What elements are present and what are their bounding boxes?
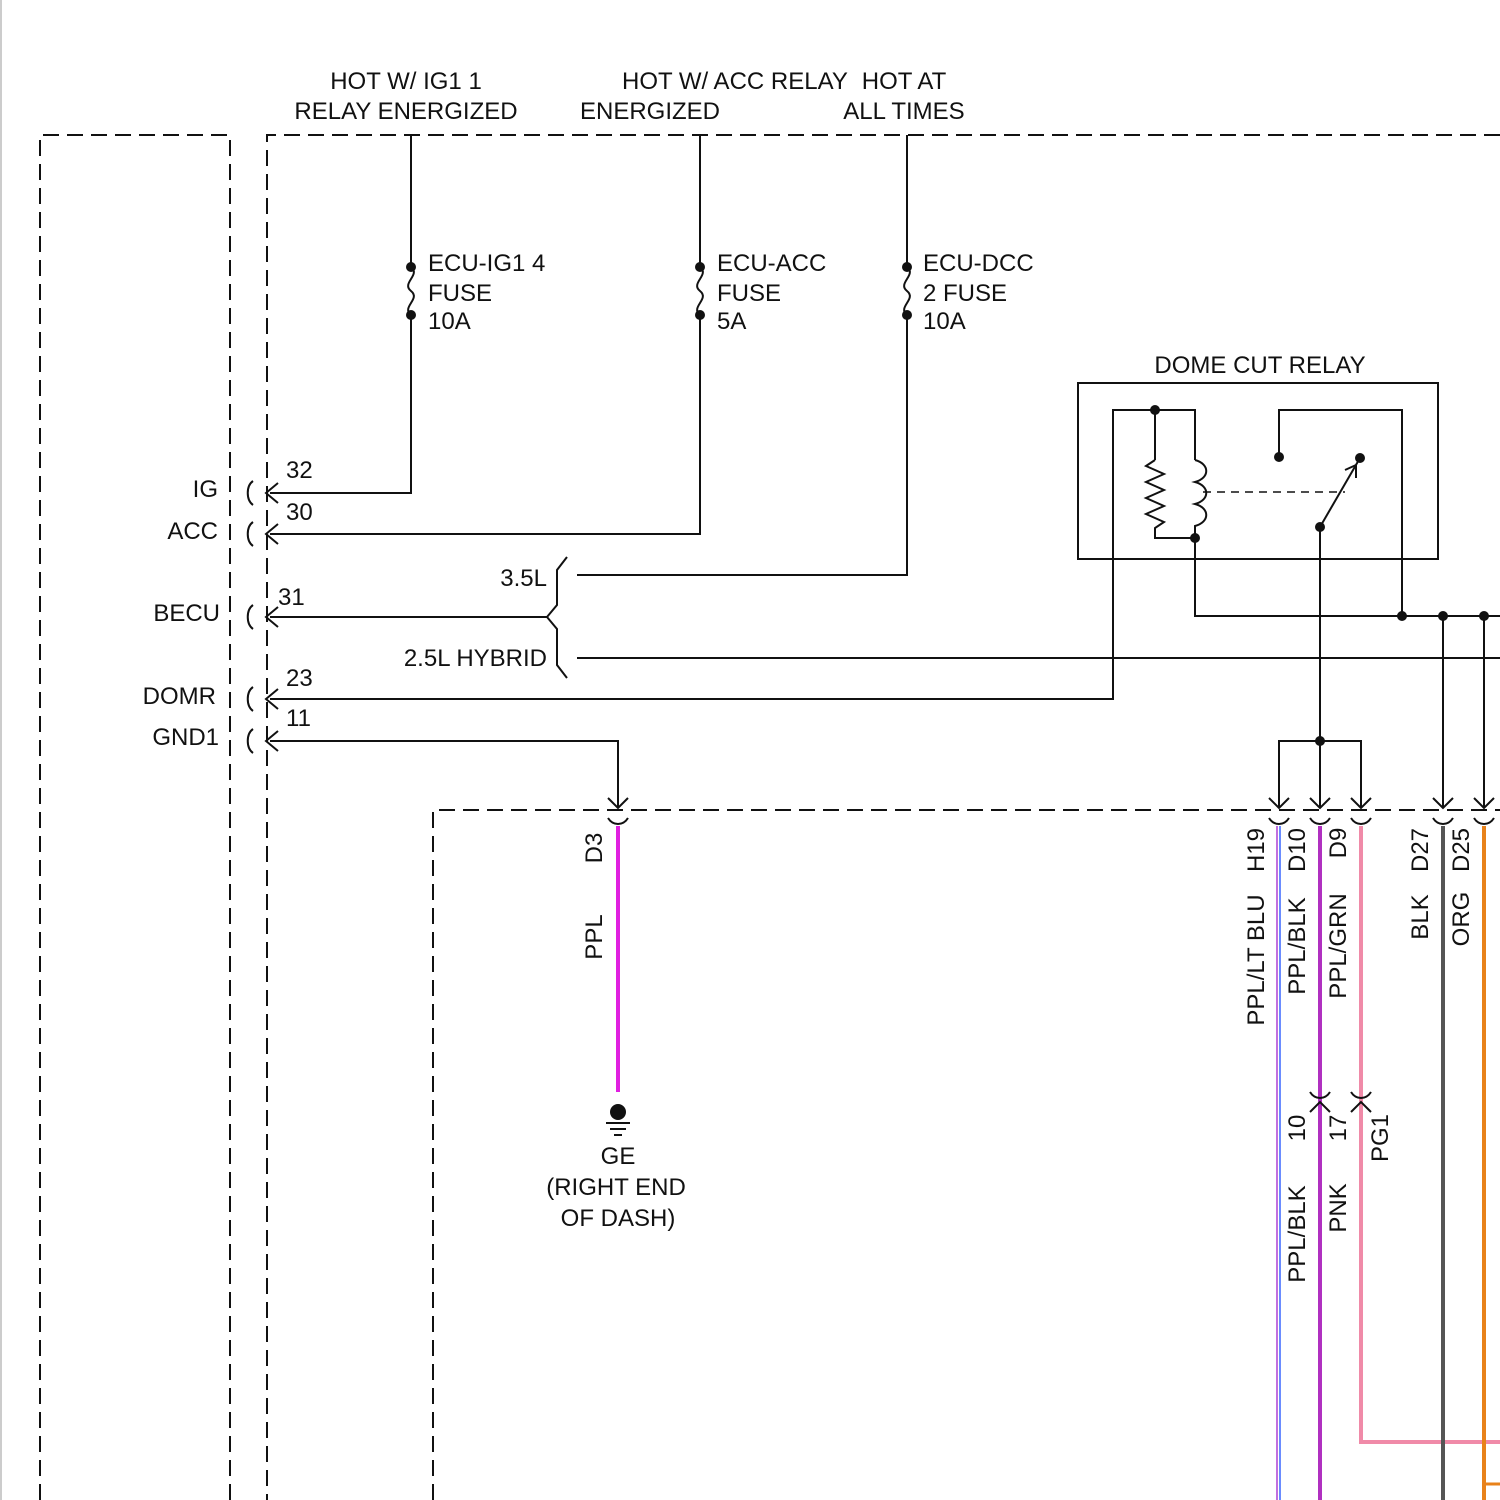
- terminal-gnd1-pin: 11: [286, 705, 311, 732]
- fuse-dcc-name: ECU-DCC: [923, 250, 1034, 277]
- fuse-acc-name: ECU-ACC: [717, 250, 826, 277]
- ground-name: GE: [601, 1143, 636, 1170]
- connector-d27-wire: BLK: [1407, 894, 1434, 939]
- inline-connector-17-pin: 17: [1325, 1115, 1352, 1142]
- connector-d9-wire: PPL/GRN: [1325, 893, 1352, 998]
- fuse-ig1-type: FUSE: [428, 280, 492, 307]
- connector-d10-wire: PPL/BLK: [1284, 897, 1311, 994]
- relay-coil: [1195, 460, 1500, 616]
- source-hot-line1: HOT AT: [862, 68, 947, 95]
- variant-label-b: 2.5L HYBRID: [404, 645, 547, 672]
- connector-d27-pin: D27: [1407, 828, 1434, 872]
- ground-connector-pin: D3: [581, 833, 608, 864]
- connector-d9-pin: D9: [1325, 828, 1352, 859]
- ground-location-line2: OF DASH): [561, 1205, 676, 1232]
- fuse-dcc-type: 2 FUSE: [923, 280, 1007, 307]
- fuse-acc-type: FUSE: [717, 280, 781, 307]
- dome-cut-relay: [1078, 383, 1500, 616]
- relay-resistor: [1146, 460, 1195, 538]
- source-acc-line1: HOT W/ ACC RELAY: [622, 68, 848, 95]
- connector-d25-wire: ORG: [1448, 892, 1475, 947]
- dcc-circuit: [577, 135, 912, 575]
- acc-circuit: [270, 135, 705, 534]
- terminal-ig-pin: 32: [286, 457, 313, 484]
- source-ig1-line2: RELAY ENERGIZED: [294, 98, 517, 125]
- terminal-ig-name: IG: [193, 476, 218, 503]
- inline-connector-17-wire: PNK: [1325, 1183, 1352, 1232]
- terminal-becu-name: BECU: [153, 600, 220, 627]
- terminal-ig: IG 32: [193, 457, 313, 505]
- connector-h19-wire: PPL/LT BLU: [1243, 894, 1270, 1025]
- source-hot-line2: ALL TIMES: [843, 98, 964, 125]
- relay-switch: [1320, 458, 1360, 527]
- ground-wire-color: PPL: [581, 914, 608, 959]
- gnd1-wire: [270, 741, 618, 808]
- terminal-acc-name: ACC: [167, 518, 218, 545]
- source-ig1-line1: HOT W/ IG1 1: [330, 68, 482, 95]
- ig1-circuit: [270, 135, 416, 493]
- domr-wire: [270, 560, 1113, 699]
- terminal-gnd1: GND1 11: [152, 705, 311, 753]
- source-acc-line2: ENERGIZED: [580, 98, 720, 125]
- inline-connector-10-pin: 10: [1284, 1115, 1311, 1142]
- connector-h19-pin: H19: [1243, 828, 1270, 872]
- terminal-domr-name: DOMR: [143, 683, 216, 710]
- terminal-gnd1-name: GND1: [152, 724, 219, 751]
- relay-title: DOME CUT RELAY: [1154, 352, 1365, 379]
- fuse-ig1-name: ECU-IG1 4: [428, 250, 545, 277]
- ground-location-line1: (RIGHT END: [546, 1174, 686, 1201]
- inline-connector-10-wire: PPL/BLK: [1284, 1185, 1311, 1282]
- terminal-acc-pin: 30: [286, 499, 313, 526]
- connector-d10-pin: D10: [1284, 828, 1311, 872]
- fuse-ig1-rating: 10A: [428, 308, 471, 335]
- fuse-dcc-rating: 10A: [923, 308, 966, 335]
- inline-connector-pg1-pin: PG1: [1367, 1114, 1394, 1162]
- terminal-acc: ACC 30: [167, 499, 312, 546]
- connector-d25-pin: D25: [1448, 828, 1475, 872]
- ground-symbol: [606, 1104, 630, 1135]
- fuse-acc-rating: 5A: [717, 308, 746, 335]
- terminal-domr-pin: 23: [286, 665, 313, 692]
- variant-label-a: 3.5L: [500, 565, 547, 592]
- terminal-becu-pin: 31: [278, 584, 305, 611]
